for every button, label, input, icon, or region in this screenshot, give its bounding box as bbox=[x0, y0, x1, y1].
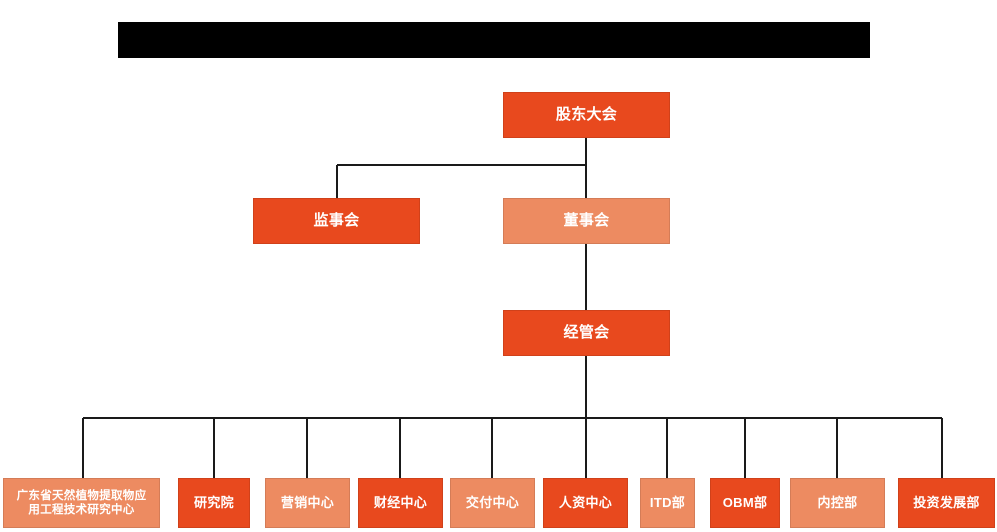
org-node-label: 股东大会 bbox=[555, 105, 618, 123]
org-node-dept-marketing[interactable]: 营销中心 bbox=[265, 478, 350, 528]
org-node-label: 财经中心 bbox=[373, 494, 428, 510]
org-node-dept-internal-control[interactable]: 内控部 bbox=[790, 478, 885, 528]
org-node-label: 研究院 bbox=[194, 494, 234, 510]
org-node-label: 交付中心 bbox=[465, 494, 520, 510]
org-node-dept-itd[interactable]: ITD部 bbox=[640, 478, 695, 528]
org-node-dept-institute[interactable]: 研究院 bbox=[178, 478, 250, 528]
org-node-dept-research-center[interactable]: 广东省天然植物提取物应 用工程技术研究中心 bbox=[3, 478, 160, 528]
org-node-directors[interactable]: 董事会 bbox=[503, 198, 670, 244]
org-node-label: 董事会 bbox=[563, 211, 610, 229]
org-node-dept-obm[interactable]: OBM部 bbox=[710, 478, 780, 528]
org-node-dept-finance[interactable]: 财经中心 bbox=[358, 478, 443, 528]
org-node-label: OBM部 bbox=[722, 494, 768, 510]
org-node-supervisors[interactable]: 监事会 bbox=[253, 198, 420, 244]
org-node-dept-investment[interactable]: 投资发展部 bbox=[898, 478, 995, 528]
org-node-dept-hr[interactable]: 人资中心 bbox=[543, 478, 628, 528]
org-node-dept-delivery[interactable]: 交付中心 bbox=[450, 478, 535, 528]
org-node-label: 经管会 bbox=[563, 323, 610, 341]
org-node-label: 投资发展部 bbox=[913, 494, 980, 510]
org-node-label: 广东省天然植物提取物应 用工程技术研究中心 bbox=[16, 489, 147, 516]
org-node-label: 人资中心 bbox=[558, 494, 613, 510]
org-node-label: 内控部 bbox=[817, 494, 858, 510]
org-node-label: ITD部 bbox=[649, 494, 686, 510]
org-node-management[interactable]: 经管会 bbox=[503, 310, 670, 356]
org-node-shareholders[interactable]: 股东大会 bbox=[503, 92, 670, 138]
org-node-label: 营销中心 bbox=[280, 494, 335, 510]
redacted-title-bar bbox=[118, 22, 870, 58]
org-node-label: 监事会 bbox=[313, 211, 360, 229]
